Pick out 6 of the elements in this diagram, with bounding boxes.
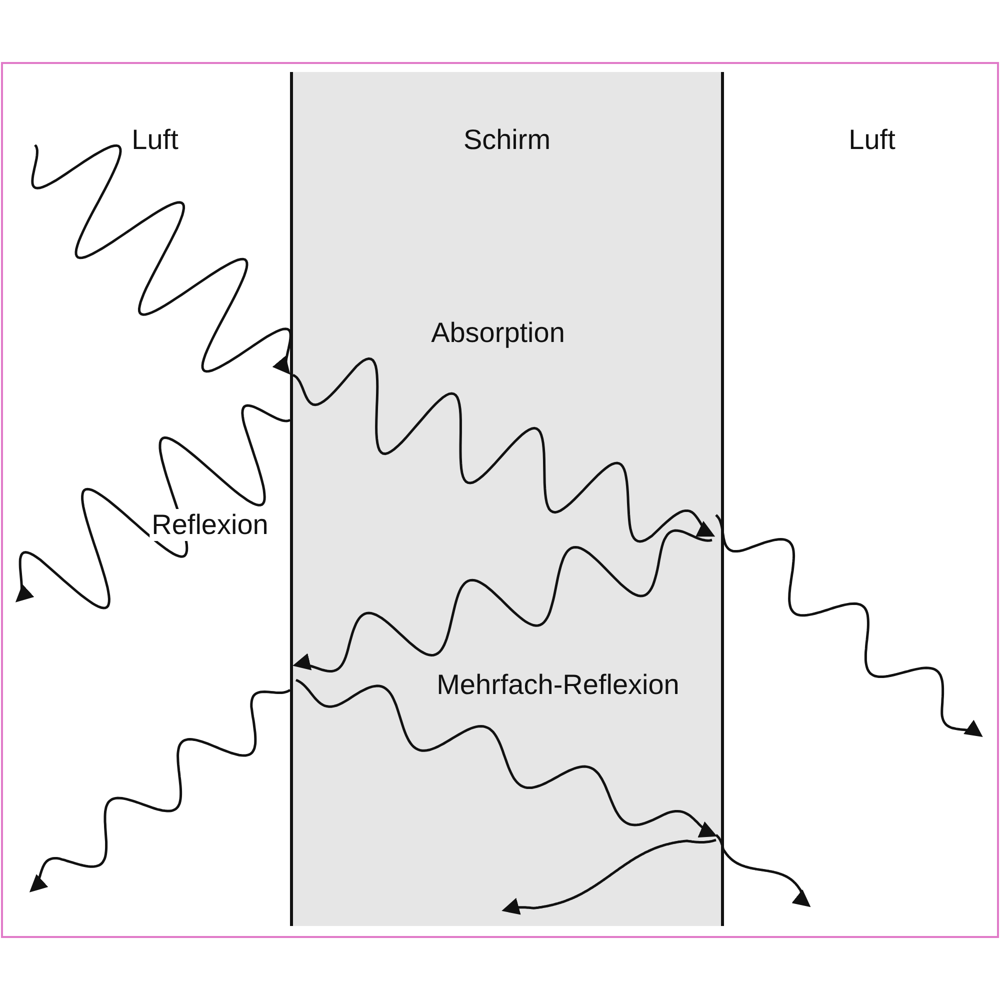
region-label: Schirm	[463, 124, 551, 156]
region-label: Luft	[848, 124, 896, 156]
effect-label: Mehrfach-Reflexion	[436, 669, 680, 701]
region-label: Luft	[132, 124, 178, 156]
effect-label: Absorption	[431, 317, 565, 349]
shield-band	[290, 72, 724, 926]
